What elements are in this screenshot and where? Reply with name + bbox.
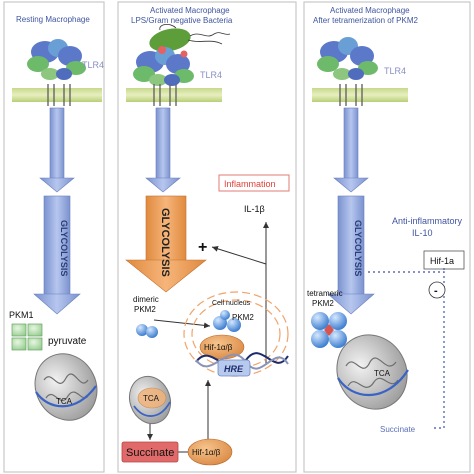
middle-panel-title-1: Activated Macrophage	[150, 6, 230, 15]
panel-right-frame	[303, 1, 471, 473]
left-membrane	[12, 88, 102, 102]
inflammation-box	[218, 174, 290, 192]
left-pkm1-tetramer-icon	[11, 323, 43, 351]
nucleus-label: Cell nucleus	[212, 300, 251, 307]
right-succinate-label: Succinate	[380, 425, 416, 434]
left-glycolysis-arrow	[33, 195, 81, 315]
dimeric-label-1: dimeric	[133, 295, 159, 304]
right-glycolysis-label: GLYCOLYSIS	[353, 220, 363, 276]
hif-nuclear-label: Hif-1α/β	[204, 343, 233, 352]
middle-glycolysis-label: GLYCOLYSIS	[159, 208, 171, 277]
right-tlr4-label: TLR4	[384, 66, 406, 76]
middle-mitochondrion-icon	[128, 375, 172, 425]
left-pyruvate-label: pyruvate	[48, 336, 87, 347]
hif1a-label: Hif-1a	[430, 256, 454, 266]
inhibition-dotted-path	[368, 268, 445, 429]
succinate-box	[121, 441, 179, 463]
il1b-label: IL-1β	[244, 204, 265, 214]
left-signal-arrow	[39, 107, 75, 193]
hre-label: HRE	[224, 364, 244, 374]
il10-label: IL-10	[412, 228, 433, 238]
middle-membrane	[126, 88, 222, 102]
left-tlr4-receptor-icon	[27, 39, 86, 80]
anti-inflammatory-label: Anti-inflammatory	[392, 216, 463, 226]
tetrameric-label-2: PKM2	[312, 299, 334, 308]
left-panel-title: Resting Macrophage	[16, 15, 90, 24]
right-membrane	[312, 88, 408, 102]
left-mitochondrion-icon	[34, 353, 98, 421]
nuclear-pkm2-dimer-icon	[213, 310, 241, 332]
hre-box	[217, 359, 251, 377]
nuclear-pkm2-label: PKM2	[232, 313, 254, 322]
dimer-to-nucleus-arrow	[153, 319, 211, 329]
hif-cytosolic-icon	[187, 438, 233, 466]
tetrameric-pkm2-icon	[311, 312, 347, 348]
minus-sign: -	[434, 285, 438, 297]
left-tca-label: TCA	[56, 397, 73, 406]
left-tlr4-label: TLR4	[82, 60, 104, 70]
middle-tca-label: TCA	[143, 394, 160, 403]
right-signal-arrow	[333, 107, 369, 193]
right-panel-title-2: After tetramerization of PKM2	[313, 16, 418, 25]
middle-membrane-channels	[153, 84, 177, 106]
middle-panel-title-2: LPS/Gram negative Bacteria	[131, 16, 233, 25]
dimeric-label-2: PKM2	[134, 305, 156, 314]
dimeric-pkm2-icon	[136, 324, 158, 338]
bacterium-icon	[149, 24, 231, 52]
right-mitochondrion-icon	[336, 334, 409, 410]
left-glycolysis-label: GLYCOLYSIS	[59, 220, 69, 276]
succinate-label: Succinate	[126, 447, 174, 459]
right-tlr4-receptor-icon	[317, 37, 378, 80]
middle-signal-arrow	[145, 107, 181, 193]
middle-tlr4-receptor-icon	[133, 46, 194, 86]
positive-feedback-arrow	[211, 245, 267, 265]
right-membrane-channels	[339, 84, 363, 106]
right-glycolysis-arrow	[327, 195, 375, 315]
inhibition-circle	[428, 281, 446, 299]
left-pkm1-label: PKM1	[9, 310, 34, 320]
middle-tlr4-label: TLR4	[200, 70, 222, 80]
hif-cytosolic-label: Hif-1α/β	[192, 448, 221, 457]
left-membrane-channels	[47, 84, 71, 106]
plus-sign: +	[198, 239, 207, 256]
right-tca-label: TCA	[374, 369, 391, 378]
right-panel-title-1: Activated Macrophage	[330, 6, 410, 15]
tetrameric-label-1: tetrameric	[307, 289, 343, 298]
inflammation-label: Inflammation	[224, 179, 276, 189]
middle-glycolysis-arrow	[125, 195, 207, 293]
